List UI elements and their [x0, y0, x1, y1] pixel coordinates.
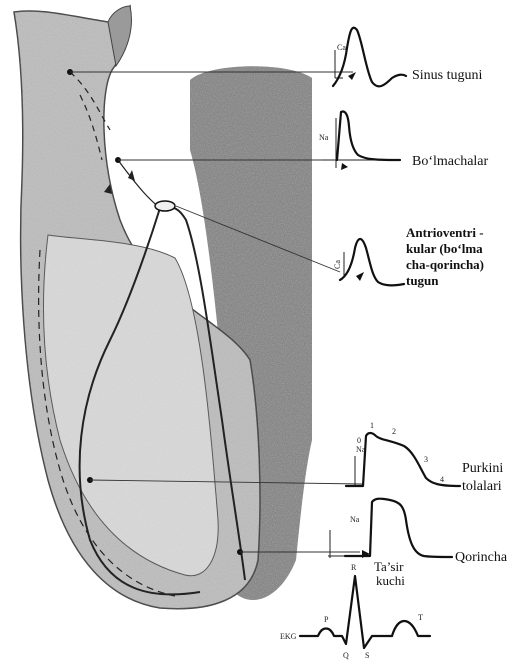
ion-label-atria: Na [319, 133, 329, 142]
av-node [155, 201, 175, 211]
label-sinus-node: Sinus tuguni [412, 68, 483, 83]
heart-illustration [14, 6, 312, 609]
ion-label-purkinje: Na [356, 445, 366, 454]
ecg-s-wave: S [365, 651, 369, 660]
phase-4: 4 [440, 475, 444, 484]
phase-0: 0 [357, 436, 361, 445]
phase-3: 3 [424, 455, 428, 464]
ecg-t-wave: T [418, 613, 423, 622]
label-av-line3: cha-qorincha) [406, 257, 484, 272]
ion-label-av: Ca [333, 260, 342, 269]
trace-ventricle: Na [328, 499, 452, 558]
ecg-q-wave: Q [343, 651, 349, 660]
trace-av: Ca [333, 239, 404, 285]
label-av-line2: kular (bo‘lma [406, 241, 483, 256]
label-av-line1: Antrioventri - [406, 225, 484, 240]
phase-2: 2 [392, 427, 396, 436]
ecg-trace: EKG P R Q S T [280, 563, 430, 660]
region-labels: Sinus tuguni Bo‘lmachalar Antrioventri -… [374, 68, 508, 588]
label-purkinje-line1: Purkini [462, 461, 503, 476]
label-effect-line1: Ta’sir [374, 559, 404, 574]
label-ventricle: Qorincha [455, 550, 508, 565]
label-purkinje-line2: tolalari [462, 479, 502, 494]
label-av-line4: tugun [406, 273, 439, 288]
trace-sinus: Ca [333, 28, 406, 87]
trace-atria: Na [319, 112, 400, 170]
ecg-lead-label: EKG [280, 632, 297, 641]
trace-purkinje: Na 0 1 2 3 4 [346, 421, 460, 486]
label-atria: Bo‘lmachalar [412, 154, 489, 169]
label-effect-line2: kuchi [376, 573, 405, 588]
ecg-p-wave: P [324, 615, 329, 624]
ecg-r-wave: R [351, 563, 357, 572]
phase-1: 1 [370, 421, 374, 430]
ion-label-sinus: Ca [337, 43, 346, 52]
ion-label-ventricle: Na [350, 515, 360, 524]
